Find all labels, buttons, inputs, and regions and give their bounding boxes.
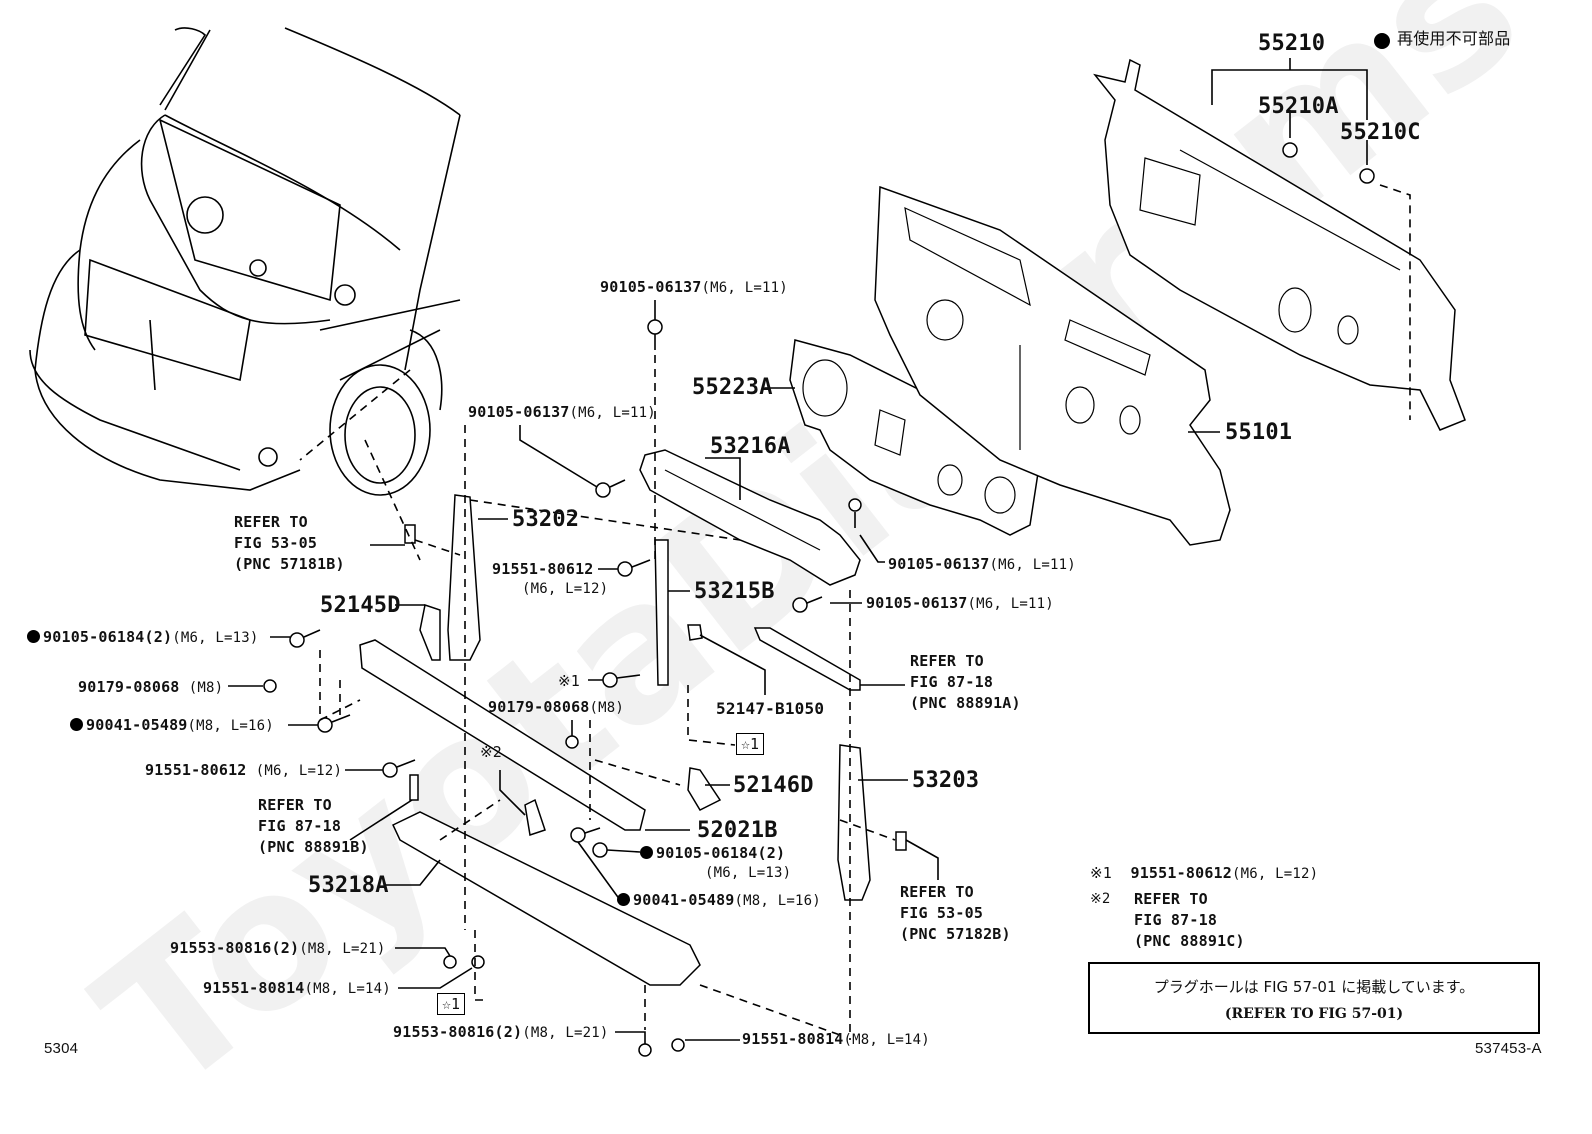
- non-reusable-legend-icon: [1374, 33, 1390, 49]
- parts-diagram: ToyotaDiagrams: [27, 0, 1558, 1134]
- part-53202-drawing: [447, 494, 481, 661]
- refer-fig-87-18-88891A[interactable]: REFER TO FIG 87-18 (PNC 88891A): [910, 652, 1021, 712]
- footnote-mark-2-callout: ※2: [480, 743, 502, 761]
- figure-id: 537453-A: [1475, 1040, 1542, 1057]
- page-code: 5304: [44, 1040, 79, 1057]
- part-label-55210A[interactable]: 55210A: [1258, 94, 1339, 119]
- part-label-55210[interactable]: 55210: [1258, 31, 1326, 56]
- fastener-label-90105-06137-right2[interactable]: 90105-06137(M6, L=11): [866, 594, 1054, 612]
- legend-non-reusable-label: 再使用不可部品: [1397, 31, 1511, 48]
- part-label-52145D[interactable]: 52145D: [320, 593, 401, 618]
- footnote-1: ※1 91551-80612(M6, L=12): [1090, 864, 1319, 882]
- non-reusable-icon: [640, 846, 653, 859]
- part-label-55223A[interactable]: 55223A: [692, 375, 773, 400]
- fastener-label-90105-06184-left[interactable]: 90105-06184(2)(M6, L=13): [27, 630, 259, 645]
- fastener-label-90105-06184-bottom[interactable]: 90105-06184(2): [640, 846, 785, 861]
- fastener-label-91551-80814-right[interactable]: 91551-80814(M8, L=14): [742, 1030, 930, 1048]
- part-label-55210C[interactable]: 55210C: [1340, 120, 1421, 145]
- non-reusable-icon: [27, 630, 40, 643]
- part-88891A-drawing: [753, 627, 861, 691]
- part-52021B-drawing: [359, 639, 646, 831]
- part-53203-drawing: [837, 744, 871, 901]
- part-label-55101[interactable]: 55101: [1225, 420, 1293, 445]
- plug-hole-note-box: プラグホールは FIG 57-01 に掲載しています。 (REFER TO FI…: [1088, 962, 1540, 1034]
- pad-57181B-icon: [404, 524, 416, 544]
- part-55210-drawing: [1093, 58, 1466, 431]
- part-label-52147-B1050[interactable]: 52147-B1050: [716, 699, 825, 718]
- star-1-marker-lower: ☆1: [437, 993, 466, 1015]
- part-52146D-drawing: [687, 767, 722, 811]
- footnote-mark-1-callout: ※1: [558, 672, 580, 690]
- refer-fig-53-05-57181B[interactable]: REFER TO FIG 53-05 (PNC 57181B): [234, 513, 345, 573]
- pad-57182B-icon: [895, 831, 907, 851]
- pad-88891B-icon: [409, 774, 419, 801]
- part-label-53203[interactable]: 53203: [912, 768, 980, 793]
- part-label-52021B[interactable]: 52021B: [697, 818, 778, 843]
- fastener-label-90041-05489-bottom[interactable]: 90041-05489(M8, L=16): [617, 893, 821, 908]
- part-55101-drawing: [874, 185, 1231, 546]
- fastener-label-91551-80612-left[interactable]: 91551-80612 (M6, L=12): [145, 761, 343, 779]
- fastener-label-90179-08068-left[interactable]: 90179-08068 (M8): [78, 678, 224, 696]
- part-52145D-drawing: [419, 604, 441, 661]
- note-english-text[interactable]: (REFER TO FIG 57-01): [1224, 1006, 1404, 1022]
- fastener-spec-91551-80612-mid: (M6, L=12): [522, 581, 609, 597]
- footnote-2: ※2 REFER TO FIG 87-18 (PNC 88891C): [1090, 890, 1245, 950]
- part-label-53202[interactable]: 53202: [512, 507, 580, 532]
- fastener-label-91553-80816-lower[interactable]: 91553-80816(2)(M8, L=21): [393, 1023, 609, 1041]
- fastener-spec-90105-06184-bottom: (M6, L=13): [705, 865, 792, 881]
- fastener-label-90105-06137-top[interactable]: 90105-06137(M6, L=11): [600, 278, 788, 296]
- assembly-guide-lines: [299, 355, 896, 1040]
- non-reusable-icon: [617, 893, 630, 906]
- fastener-label-90105-06137-right1[interactable]: 90105-06137(M6, L=11): [888, 555, 1076, 573]
- part-52147-drawing: [687, 624, 703, 641]
- refer-fig-87-18-88891B[interactable]: REFER TO FIG 87-18 (PNC 88891B): [258, 796, 369, 856]
- part-53215B-drawing: [654, 539, 669, 686]
- clip-55210A-icon: [1282, 142, 1298, 158]
- diagram-artwork: [29, 27, 1466, 1057]
- fastener-label-90179-08068-mid[interactable]: 90179-08068(M8): [488, 698, 625, 716]
- refer-fig-53-05-57182B[interactable]: REFER TO FIG 53-05 (PNC 57182B): [900, 883, 1011, 943]
- star-1-marker-upper: ☆1: [736, 733, 765, 755]
- clip-55210C-icon: [1359, 168, 1375, 184]
- part-label-53215B[interactable]: 53215B: [694, 579, 775, 604]
- vehicle-front-illustration: [29, 27, 461, 496]
- part-label-52146D[interactable]: 52146D: [733, 773, 814, 798]
- fastener-label-90041-05489-left[interactable]: 90041-05489(M8, L=16): [70, 718, 274, 733]
- fastener-label-91551-80814-left[interactable]: 91551-80814(M8, L=14): [203, 979, 391, 997]
- pad-88891C-icon: [524, 798, 546, 836]
- bolt-icons: [228, 300, 885, 1057]
- note-japanese-text: プラグホールは FIG 57-01 に掲載しています。: [1153, 978, 1475, 996]
- fastener-label-91553-80816-upper[interactable]: 91553-80816(2)(M8, L=21): [170, 939, 386, 957]
- fastener-label-90105-06137-left[interactable]: 90105-06137(M6, L=11): [468, 403, 656, 421]
- part-53216A-drawing: [639, 449, 861, 586]
- part-label-53218A[interactable]: 53218A: [308, 873, 389, 898]
- non-reusable-icon: [70, 718, 83, 731]
- fastener-label-91551-80612-mid[interactable]: 91551-80612: [492, 560, 594, 578]
- part-label-53216A[interactable]: 53216A: [710, 434, 791, 459]
